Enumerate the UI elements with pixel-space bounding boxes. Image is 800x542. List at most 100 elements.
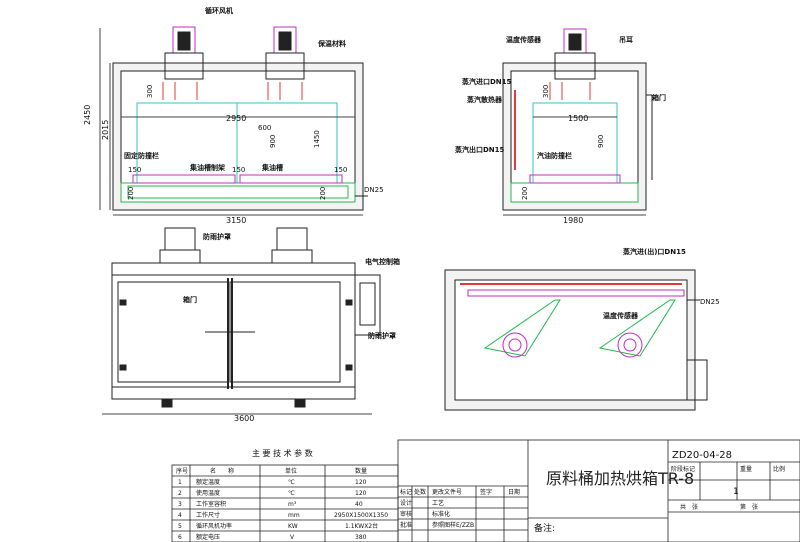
title-block bbox=[397, 439, 800, 542]
dim-900: 900 bbox=[269, 135, 277, 148]
label-dn25: DN25 bbox=[364, 186, 384, 194]
label-guard: 汽油防撞栏 bbox=[537, 151, 572, 160]
dim-200a: 200 bbox=[127, 187, 135, 200]
tb-cell: 批准 bbox=[400, 521, 412, 529]
plan-fan-left bbox=[502, 332, 528, 358]
params-cell: 3 bbox=[178, 501, 182, 508]
label-plan-steam-in: 蒸汽进(出)口DN15 bbox=[623, 247, 686, 256]
dim-150b: 150 bbox=[232, 166, 245, 174]
plan-inner bbox=[454, 279, 688, 401]
dim-200b: 200 bbox=[319, 187, 327, 200]
elevation-text: 防雨护罩 箱门 电气控制箱 防雨护罩 3600 bbox=[183, 232, 400, 423]
label-tank-holder: 集油槽制架 bbox=[189, 163, 225, 172]
params-cell: V bbox=[290, 534, 295, 541]
remark-label: 备注: bbox=[534, 522, 555, 534]
params-cell: 380 bbox=[355, 534, 367, 541]
params-header-no: 序号 bbox=[176, 467, 188, 475]
dim-600: 600 bbox=[258, 124, 271, 132]
dim-300: 300 bbox=[146, 85, 154, 98]
params-header-unit: 单位 bbox=[285, 467, 297, 475]
front-view bbox=[99, 26, 368, 216]
label-steam-in: 蒸汽进口DN15 bbox=[462, 77, 512, 86]
dim-side-w-total: 1980 bbox=[563, 216, 583, 225]
weight-label: 重量 bbox=[740, 465, 752, 473]
tb-cell: 标准化 bbox=[432, 510, 450, 518]
params-cell: ℃ bbox=[288, 490, 295, 497]
dim-150a: 150 bbox=[128, 166, 141, 174]
plan-duct-right bbox=[598, 299, 676, 357]
params-cell: 额定电压 bbox=[196, 533, 220, 541]
label-steam-exchanger: 蒸汽散热器 bbox=[467, 95, 503, 104]
params-cell: 5 bbox=[178, 523, 182, 530]
sheet-total-label: 共 张 bbox=[680, 503, 698, 511]
elevation-body bbox=[111, 262, 356, 400]
control-box bbox=[354, 274, 381, 336]
label-control-box: 电气控制箱 bbox=[365, 257, 400, 266]
params-cell: 120 bbox=[355, 490, 367, 497]
side-view-text: 温度传感器 吊耳 蒸汽进口DN15 蒸汽散热器 箱门 蒸汽出口DN15 汽油防撞… bbox=[455, 35, 666, 225]
params-cell: 使用温度 bbox=[196, 489, 220, 497]
dim-w-total: 3150 bbox=[226, 216, 246, 225]
params-cell: 40 bbox=[355, 501, 363, 508]
label-plan-temp-sensor: 温度传感器 bbox=[603, 311, 639, 320]
params-cell: KW bbox=[288, 523, 298, 530]
label-fan: 循环风机 bbox=[205, 6, 233, 15]
label-temp-sensor: 温度传感器 bbox=[506, 35, 542, 44]
params-cell: 120 bbox=[355, 479, 367, 486]
params-cell: 2950X1500X1350 bbox=[334, 512, 388, 519]
label-tank: 集油槽 bbox=[261, 163, 283, 172]
tb-cell: 审核 bbox=[400, 510, 412, 518]
rain-cover-2 bbox=[276, 227, 308, 251]
dim-w-inner: 2950 bbox=[226, 114, 246, 123]
tb-cell: 签字 bbox=[480, 488, 492, 496]
title-block-text: ZD20-04-28 原料桶加热烘箱TR-8 备注: 阶段标记 重量 比例 1 … bbox=[400, 450, 785, 534]
top-view-text: 蒸汽进(出)口DN15 DN25 温度传感器 bbox=[603, 247, 720, 320]
label-plan-dn25: DN25 bbox=[700, 298, 720, 306]
side-view bbox=[502, 28, 653, 216]
params-cell: 循环风机功率 bbox=[196, 522, 232, 530]
params-cell: 4 bbox=[178, 512, 182, 519]
label-elev-door: 箱门 bbox=[183, 295, 197, 304]
top-view bbox=[444, 269, 708, 411]
params-cell: 工作室容积 bbox=[196, 500, 226, 508]
label-door: 箱门 bbox=[652, 93, 666, 102]
params-header-name: 名 称 bbox=[210, 467, 234, 475]
tb-cell: 标记 bbox=[400, 488, 412, 496]
label-insulation: 保温材料 bbox=[317, 39, 346, 48]
front-view-text: 循环风机 保温材料 固定防撞栏 集油槽制架 集油槽 DN25 2450 2015… bbox=[83, 6, 384, 225]
rain-cover-1 bbox=[164, 227, 196, 251]
oil-tank-tray bbox=[120, 182, 356, 203]
sheet-number-label: 第 张 bbox=[740, 503, 758, 511]
plan-control-box bbox=[686, 359, 708, 401]
tb-cell: 设计 bbox=[400, 499, 412, 507]
label-vent: 吊耳 bbox=[619, 35, 633, 44]
drawing-number: ZD20-04-28 bbox=[672, 450, 732, 461]
plan-fan-right bbox=[617, 332, 643, 358]
dim-1450: 1450 bbox=[313, 130, 321, 148]
label-rain-cover-top: 防雨护罩 bbox=[203, 232, 231, 241]
tb-material: 参照图样E/ZZB bbox=[432, 521, 474, 529]
drawing-title: 原料桶加热烘箱TR-8 bbox=[546, 469, 694, 488]
label-bracket: 固定防撞栏 bbox=[124, 151, 159, 160]
params-cell: 1 bbox=[178, 479, 182, 486]
params-header-qty: 数量 bbox=[355, 467, 367, 475]
params-cell: 2 bbox=[178, 490, 182, 497]
params-cell: mm bbox=[288, 512, 300, 519]
fan-motor-icon bbox=[278, 31, 292, 51]
dim-150c: 150 bbox=[334, 166, 347, 174]
params-cell: m³ bbox=[288, 501, 297, 508]
dim-side-900: 900 bbox=[597, 135, 605, 148]
label-steam-out: 蒸汽出口DN15 bbox=[455, 145, 505, 154]
fan-motor-icon bbox=[568, 33, 582, 51]
dim-elev-w-total: 3600 bbox=[234, 414, 254, 423]
params-cell: 额定温度 bbox=[196, 478, 220, 486]
tb-cell: 日期 bbox=[508, 488, 520, 496]
params-cell: 6 bbox=[178, 534, 182, 541]
dim-side-200: 200 bbox=[521, 187, 529, 200]
params-table bbox=[171, 464, 399, 542]
tb-cell: 更改文件号 bbox=[432, 488, 462, 496]
params-cell: 1.1KWX2台 bbox=[345, 522, 378, 530]
params-table-text: 主 要 技 术 参 数 序号 名 称 单位 数量 1 额定温度 ℃ 120 2 … bbox=[176, 448, 388, 541]
fan-motor-icon bbox=[177, 31, 191, 51]
